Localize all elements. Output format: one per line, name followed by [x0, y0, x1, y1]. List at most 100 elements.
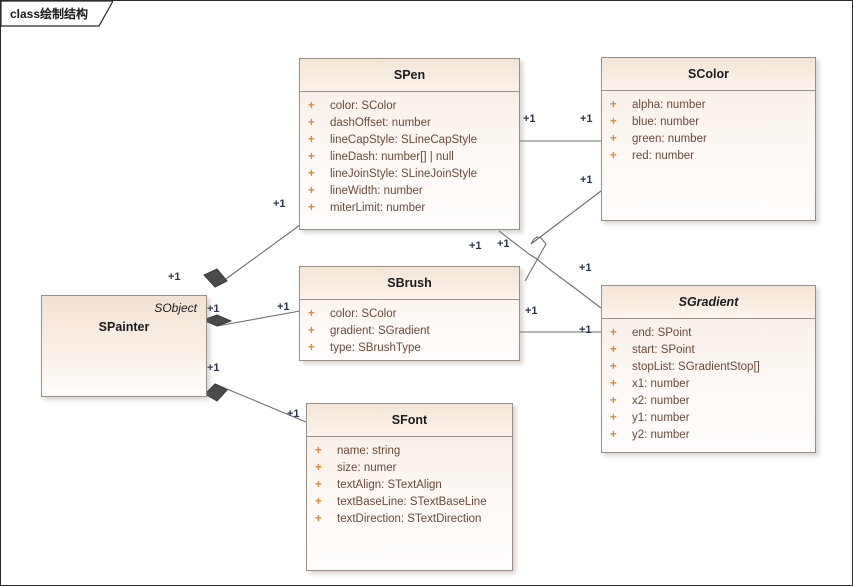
visibility-marker: +: [610, 429, 617, 441]
attribute-row: +end: SPoint: [602, 325, 815, 342]
visibility-marker: +: [315, 496, 322, 508]
attribute-row: +size: numer: [307, 460, 512, 477]
frame-tab-label: class绘制结构: [10, 7, 89, 21]
visibility-marker: +: [610, 99, 617, 111]
composition-diamond-sfont: [204, 383, 228, 402]
attribute-text: color: SColor: [330, 308, 397, 320]
attribute-row: + green: number: [602, 131, 815, 148]
visibility-marker: +: [308, 325, 315, 337]
attribute-row: + blue: number: [602, 114, 815, 131]
class-header-sgradient: SGradient: [602, 286, 815, 319]
attribute-text: blue: number: [632, 116, 700, 128]
class-box-spainter[interactable]: SObject SPainter: [41, 295, 207, 397]
multiplicity-sbrush-sgradient-target: +1: [579, 324, 592, 336]
class-header-scolor: SColor: [602, 58, 815, 91]
attribute-text: type: SBrushType: [330, 342, 421, 354]
visibility-marker: +: [308, 185, 315, 197]
composition-diamond-sbrush: [201, 314, 233, 327]
attribute-row: +name: string: [307, 443, 512, 460]
attribute-row: + y2: number: [602, 427, 815, 444]
attribute-row: + color: SColor: [300, 98, 519, 115]
visibility-marker: +: [308, 100, 315, 112]
class-attributes-sfont: +name: string +size: numer +textAlign: S…: [307, 437, 512, 534]
attribute-row: + stopList: SGradientStop[]: [602, 359, 815, 376]
visibility-marker: +: [308, 308, 315, 320]
diagram-frame-tab: class绘制结构: [1, 1, 113, 27]
attribute-text: y2: number: [632, 429, 690, 441]
attribute-text: green: number: [632, 133, 707, 145]
visibility-marker: +: [610, 344, 617, 356]
visibility-marker: +: [315, 479, 322, 491]
attribute-row: +y1: number: [602, 410, 815, 427]
class-name-sgradient: SGradient: [678, 295, 739, 309]
visibility-marker: +: [610, 133, 617, 145]
class-box-sbrush[interactable]: SBrush + color: SColor +gradient: SGradie…: [299, 266, 520, 361]
class-header-sfont: SFont: [307, 404, 512, 437]
class-attributes-sgradient: +end: SPoint + start: SPoint + stopList: S…: [602, 319, 815, 450]
connector-spainter-sbrush: [216, 310, 301, 327]
multiplicity-sbrush-scolor-source: +1: [469, 240, 482, 252]
attribute-row: +lineCapStyle: SLineCapStyle: [300, 132, 519, 149]
class-name-scolor: SColor: [688, 67, 729, 81]
attribute-text: lineDash: number[] | null: [330, 151, 454, 163]
class-header-spen: SPen: [300, 59, 519, 92]
connector-spainter-spen: [214, 224, 301, 288]
multiplicity-spainter-spen: +1: [168, 271, 181, 283]
multiplicity-sbrush-sgradient-source: +1: [525, 305, 538, 317]
attribute-text: lineJoinStyle: SLineJoinStyle: [330, 168, 478, 180]
class-box-spen[interactable]: SPen +color: SColor +dashOffset: number …: [299, 58, 520, 230]
class-box-sgradient[interactable]: SGradient +end: SPoint + start: SPoint + s…: [601, 285, 816, 453]
class-box-sfont[interactable]: SFont +name: string +size: numer +textAl…: [306, 403, 513, 571]
visibility-marker: +: [308, 134, 315, 146]
attribute-text: stopList: SGradientStop[]: [632, 361, 760, 373]
class-header-sbrush: SBrush: [300, 267, 519, 300]
visibility-marker: +: [610, 378, 617, 390]
attribute-text: textAlign: STextAlign: [337, 479, 442, 491]
multiplicity-sgradient-top: +1: [579, 262, 592, 274]
attribute-text: y1: number: [632, 412, 690, 424]
visibility-marker: +: [610, 150, 617, 162]
attribute-text: miterLimit: number: [330, 202, 426, 214]
attribute-row: +x2: number: [602, 393, 815, 410]
visibility-marker: +: [308, 342, 315, 354]
attribute-row: + lineJoinStyle: SLineJoinStyle: [300, 166, 519, 183]
attribute-text: alpha: number: [632, 99, 706, 111]
attribute-row: +textBaseLine: STextBaseLine: [307, 494, 512, 511]
multiplicity-sbrush-spainter: +1: [277, 301, 290, 313]
attribute-row: + red: number: [602, 148, 815, 165]
attribute-row: +x1: number: [602, 376, 815, 393]
composition-diamond-spen: [203, 268, 228, 288]
attribute-text: size: numer: [337, 462, 397, 474]
class-attributes-spen: +color: SColor +dashOffset: number +line…: [300, 92, 519, 223]
visibility-marker: +: [308, 168, 315, 180]
frame-tab-shape: [1, 1, 113, 27]
visibility-marker: +: [308, 117, 315, 129]
class-name-spainter: SPainter: [98, 320, 150, 334]
attribute-text: start: SPoint: [632, 344, 695, 356]
visibility-marker: +: [308, 151, 315, 163]
attribute-text: name: string: [337, 445, 401, 457]
class-attributes-sbrush: + color: SColor +gradient: SGradient + typ…: [300, 300, 519, 363]
visibility-marker: +: [610, 116, 617, 128]
attribute-row: +textDirection: STextDirection: [307, 511, 512, 528]
multiplicity-spainter-sbrush: +1: [207, 303, 220, 315]
class-name-spen: SPen: [393, 68, 426, 82]
attribute-text: red: number: [632, 150, 695, 162]
attribute-text: color: SColor: [330, 100, 397, 112]
attribute-text: lineWidth: number: [330, 185, 423, 197]
class-name-sbrush: SBrush: [387, 276, 432, 290]
multiplicity-spainter-sfont: +1: [207, 362, 220, 374]
attribute-row: +gradient: SGradient: [300, 323, 519, 340]
attribute-row: +dashOffset: number: [300, 115, 519, 132]
visibility-marker: +: [610, 361, 617, 373]
attribute-row: + start: SPoint: [602, 342, 815, 359]
visibility-marker: +: [308, 202, 315, 214]
multiplicity-spen-sgradient-source: +1: [497, 238, 510, 250]
class-attributes-scolor: + alpha: number + blue: number + green: num…: [602, 91, 815, 171]
attribute-row: + type: SBrushType: [300, 340, 519, 357]
attribute-row: + lineDash: number[] | null: [300, 149, 519, 166]
class-box-scolor[interactable]: SColor + alpha: number + blue: number + gre…: [601, 57, 816, 221]
multiplicity-sbrush-scolor-target: +1: [580, 174, 593, 186]
class-stereotype-spainter: SObject: [154, 301, 197, 315]
